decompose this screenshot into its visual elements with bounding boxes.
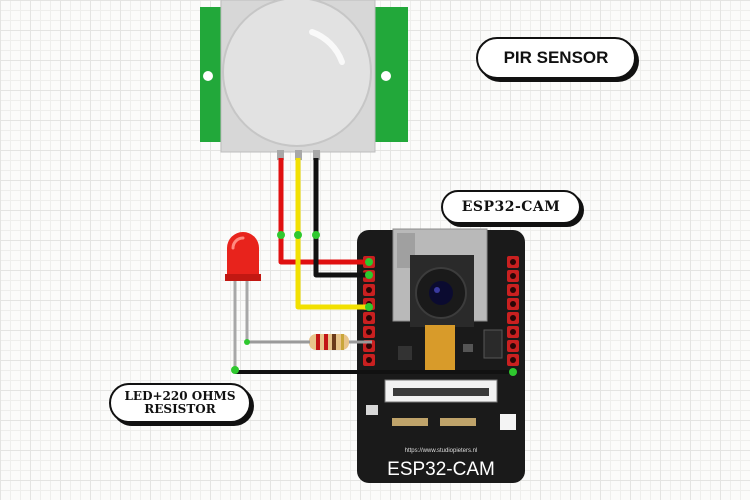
esp32-cam-label-text: ESP32-CAM [461, 199, 561, 215]
antenna-connector [483, 329, 503, 359]
right-header-pin-hole [510, 329, 516, 335]
led [225, 232, 261, 370]
left-header-pin-hole [366, 343, 372, 349]
flash-led [500, 414, 516, 430]
right-header-pins [507, 256, 519, 366]
smd-component [398, 346, 412, 360]
wire-junction [244, 339, 250, 345]
right-header-pin-hole [510, 287, 516, 293]
board-website: https://www.studiopieters.nl [405, 448, 478, 454]
resistor-band-4 [341, 334, 344, 350]
pir-pin-out [295, 150, 302, 160]
pir-mount-hole-left [203, 71, 213, 81]
wire-junction [277, 231, 285, 239]
camera-ribbon-cable [425, 325, 455, 371]
led-label-line-1: LED+220 OHMS [124, 389, 236, 403]
pir-vcc-wire [278, 158, 369, 265]
resistor-band-2 [324, 334, 328, 350]
right-header-pin-hole [510, 357, 516, 363]
pir-gnd-wire [313, 158, 369, 278]
left-header-pin-hole [366, 357, 372, 363]
pir-sensor [200, 0, 408, 160]
esp32-cam-board: https://www.studiopieters.nl ESP32-CAM [357, 228, 525, 483]
camera-lens [429, 281, 453, 305]
resistor-band-3 [332, 334, 336, 350]
resistor-band-1 [316, 334, 320, 350]
reset-button [366, 405, 378, 415]
pir-mount-hole-right [381, 71, 391, 81]
fpc-connector-latch [393, 388, 489, 396]
right-header-pin-hole [510, 273, 516, 279]
left-header-pin-hole [366, 329, 372, 335]
pir-pin-gnd [313, 150, 320, 160]
pir-fresnel-lens [222, 0, 372, 147]
pir-lens-highlight [309, 29, 345, 65]
smd-component [440, 418, 476, 426]
smd-component [463, 344, 473, 352]
pin-connection [365, 271, 373, 279]
led-label-line-2: RESISTOR [144, 402, 216, 416]
pir-sensor-label: PIR SENSOR [476, 37, 636, 79]
led-highlight [231, 236, 245, 250]
left-header-pin-hole [366, 315, 372, 321]
pir-sensor-label-text: PIR SENSOR [503, 48, 609, 67]
right-header-pin-hole [510, 343, 516, 349]
right-header-pin-hole [510, 315, 516, 321]
left-header-pin-hole [366, 287, 372, 293]
right-header-pin-hole [510, 259, 516, 265]
board-title: ESP32-CAM [387, 459, 495, 480]
pir-pin-vcc [277, 150, 284, 160]
pin-connection [365, 303, 373, 311]
pir-out-wire [295, 158, 369, 310]
smd-component [392, 418, 428, 426]
led-base [225, 274, 261, 281]
led-resistor-label: LED+220 OHMS RESISTOR [109, 383, 251, 423]
wire-junction [231, 366, 239, 374]
pin-connection [365, 258, 373, 266]
esp32-cam-label: ESP32-CAM [441, 190, 581, 224]
camera-lens-glint [434, 287, 440, 293]
pin-connection [509, 368, 517, 376]
right-header-pin-hole [510, 301, 516, 307]
wire-junction [312, 231, 320, 239]
wire-junction [294, 231, 302, 239]
wires [231, 158, 517, 376]
